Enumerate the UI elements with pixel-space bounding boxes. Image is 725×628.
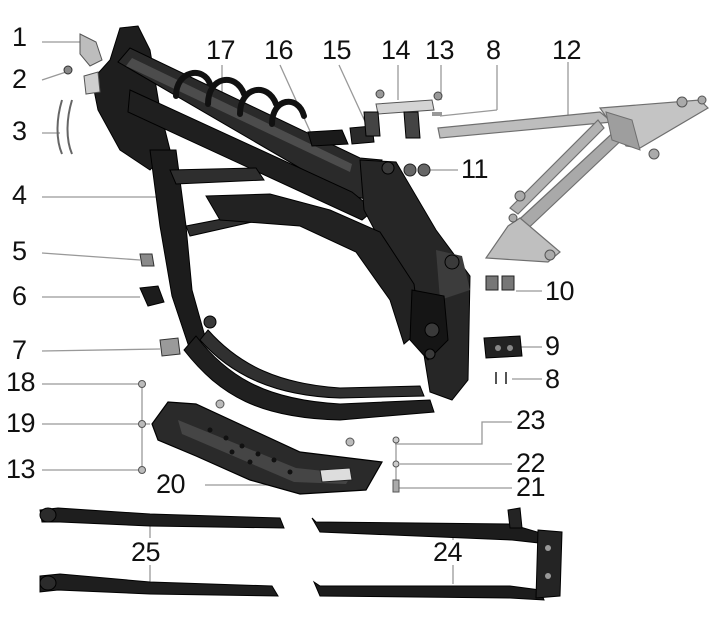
hardware-part-21-22-23 [392, 436, 400, 493]
callout-9: 9 [545, 331, 560, 361]
callout-13a: 13 [425, 35, 455, 65]
rear-brace-part-24 [311, 507, 563, 601]
subframe-part-12 [437, 95, 709, 263]
bolt-part-5 [139, 253, 155, 267]
springs-part-3 [56, 99, 73, 155]
fasteners-part-18-19-13 [138, 380, 355, 474]
callout-2: 2 [12, 64, 27, 94]
callout-22: 22 [516, 448, 546, 478]
leader-2 [41, 71, 67, 81]
screw-part-2 [63, 65, 73, 75]
callout-12: 12 [552, 35, 582, 65]
callout-5: 5 [12, 236, 27, 266]
callout-4: 4 [12, 180, 27, 210]
bracket-part-14 [363, 89, 443, 139]
callout-19: 19 [6, 408, 36, 438]
callout-8a: 8 [486, 35, 501, 65]
skid-plate-part-20 [151, 401, 383, 495]
callout-23: 23 [516, 405, 546, 435]
bolts-part-11 [403, 163, 431, 177]
bracket-part-16 [307, 129, 349, 147]
callout-11: 11 [461, 154, 489, 184]
clip-part-6 [139, 285, 165, 307]
bracket-part-1 [79, 33, 103, 95]
clip-part-7 [159, 337, 181, 357]
callout-24: 24 [433, 537, 463, 567]
callout-18: 18 [6, 367, 36, 397]
callout-25: 25 [131, 537, 161, 567]
leader-23 [395, 421, 512, 445]
leader-15 [338, 64, 369, 129]
bolts-part-8b [495, 372, 507, 384]
callout-6: 6 [12, 281, 27, 311]
side-bars-part-25 [39, 507, 285, 597]
bolts-part-10 [485, 275, 515, 291]
callout-3: 3 [12, 116, 27, 146]
callout-16: 16 [264, 35, 294, 65]
callout-1: 1 [12, 22, 27, 52]
bracket-part-9 [483, 335, 523, 359]
callout-8b: 8 [545, 364, 560, 394]
callout-17: 17 [206, 35, 236, 65]
callout-10: 10 [545, 276, 575, 306]
callout-13b: 13 [6, 454, 36, 484]
callout-15: 15 [322, 35, 352, 65]
callout-20: 20 [156, 469, 186, 499]
leader-8a-h [439, 109, 498, 117]
loops-part-17 [173, 70, 307, 127]
leader-7 [41, 348, 161, 352]
leader-5 [41, 252, 141, 261]
callout-14: 14 [381, 35, 411, 65]
callout-21: 21 [516, 472, 546, 502]
main-frame-part-4 [91, 25, 471, 421]
callout-7: 7 [12, 335, 27, 365]
